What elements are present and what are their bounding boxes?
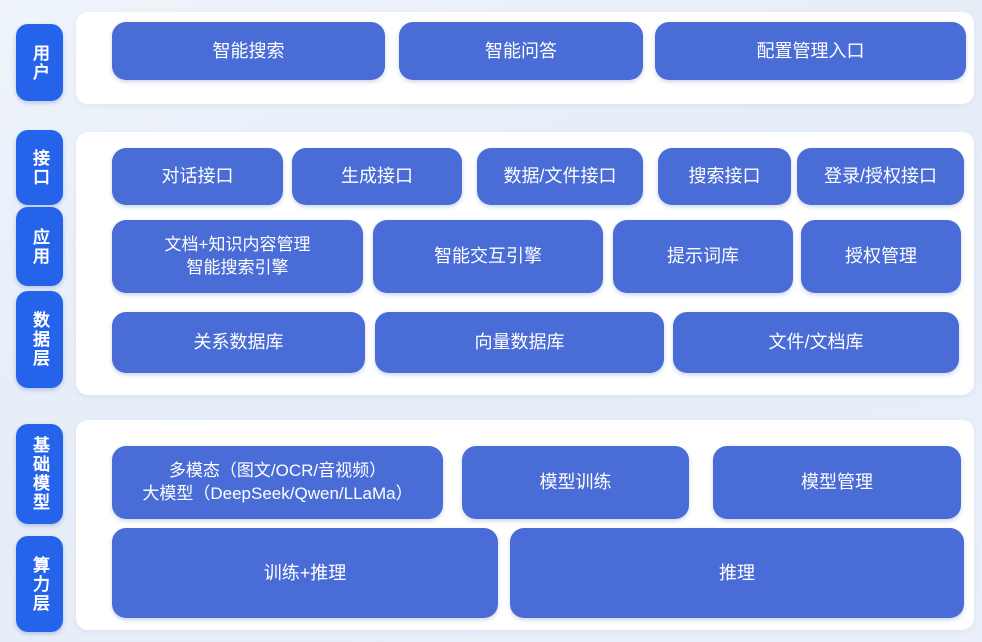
tab-interface-layer: 接口 bbox=[16, 130, 63, 205]
block-training-plus-inference: 训练+推理 bbox=[112, 528, 498, 618]
block-prompt-library: 提示词库 bbox=[613, 220, 793, 293]
block-smart-interaction-engine: 智能交互引擎 bbox=[373, 220, 603, 293]
tab-user-layer: 用户 bbox=[16, 24, 63, 101]
tab-foundation-model-layer: 基础模型 bbox=[16, 424, 63, 524]
block-inference: 推理 bbox=[510, 528, 964, 618]
block-file-document-store: 文件/文档库 bbox=[673, 312, 959, 373]
block-doc-knowledge-management-search-engine: 文档+知识内容管理 智能搜索引擎 bbox=[112, 220, 363, 293]
block-label-line: 大模型（DeepSeek/Qwen/LLaMa） bbox=[142, 483, 413, 503]
block-smart-qa: 智能问答 bbox=[399, 22, 643, 80]
block-model-management: 模型管理 bbox=[713, 446, 961, 519]
tab-application-layer: 应用 bbox=[16, 207, 63, 286]
block-data-file-api: 数据/文件接口 bbox=[477, 148, 643, 205]
block-relational-database: 关系数据库 bbox=[112, 312, 365, 373]
block-vector-database: 向量数据库 bbox=[375, 312, 664, 373]
tab-data-layer: 数据层 bbox=[16, 291, 63, 388]
block-login-auth-api: 登录/授权接口 bbox=[797, 148, 964, 205]
block-label-line: 文档+知识内容管理 bbox=[164, 234, 311, 254]
block-authorization-management: 授权管理 bbox=[801, 220, 961, 293]
block-label-line: 多模态（图文/OCR/音视频） bbox=[168, 460, 387, 480]
block-label-line: 智能搜索引擎 bbox=[186, 257, 289, 277]
block-smart-search: 智能搜索 bbox=[112, 22, 385, 80]
block-model-training: 模型训练 bbox=[462, 446, 689, 519]
block-generation-api: 生成接口 bbox=[292, 148, 462, 205]
tab-compute-layer: 算力层 bbox=[16, 536, 63, 632]
block-dialog-api: 对话接口 bbox=[112, 148, 283, 205]
block-multimodal-large-model: 多模态（图文/OCR/音视频） 大模型（DeepSeek/Qwen/LLaMa） bbox=[112, 446, 443, 519]
block-search-api: 搜索接口 bbox=[658, 148, 791, 205]
block-config-management-entry: 配置管理入口 bbox=[655, 22, 966, 80]
